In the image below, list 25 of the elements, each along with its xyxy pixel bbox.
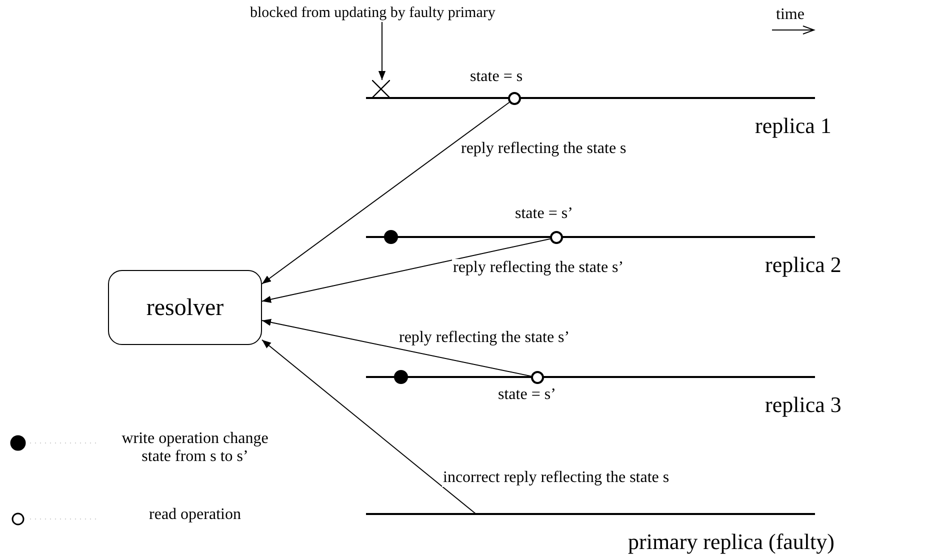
legend-text: write operation change state from s to s’	[120, 430, 270, 466]
resolver-box	[108, 270, 262, 345]
reply-arrow	[262, 238, 551, 303]
annotation-text: blocked from updating by faulty primary	[250, 5, 496, 21]
reply-arrow	[262, 318, 532, 377]
edge-label: reply reflecting the state s	[460, 140, 628, 158]
edge-label: reply reflecting the state s’	[452, 259, 625, 277]
read-marker	[508, 92, 521, 105]
reply-arrow	[262, 102, 510, 284]
read-marker	[550, 231, 563, 244]
state-label: state = s’	[515, 205, 573, 223]
timeline-label: replica 3	[765, 392, 842, 418]
timeline-label: primary replica (faulty)	[628, 529, 834, 555]
state-label: state = s	[470, 68, 523, 86]
read-marker	[531, 371, 544, 384]
timeline-label: replica 1	[755, 113, 832, 139]
reply-arrow	[262, 339, 476, 514]
edge-label: reply reflecting the state s’	[398, 329, 571, 347]
timeline-label: replica 2	[765, 252, 842, 278]
axis-label: time	[776, 6, 804, 24]
legend-text: read operation	[148, 506, 242, 524]
leader-arrow	[378, 22, 386, 80]
node-text: resolver	[146, 294, 224, 322]
edge-label: incorrect reply reflecting the state s	[442, 469, 670, 487]
state-label: state = s’	[498, 386, 556, 404]
